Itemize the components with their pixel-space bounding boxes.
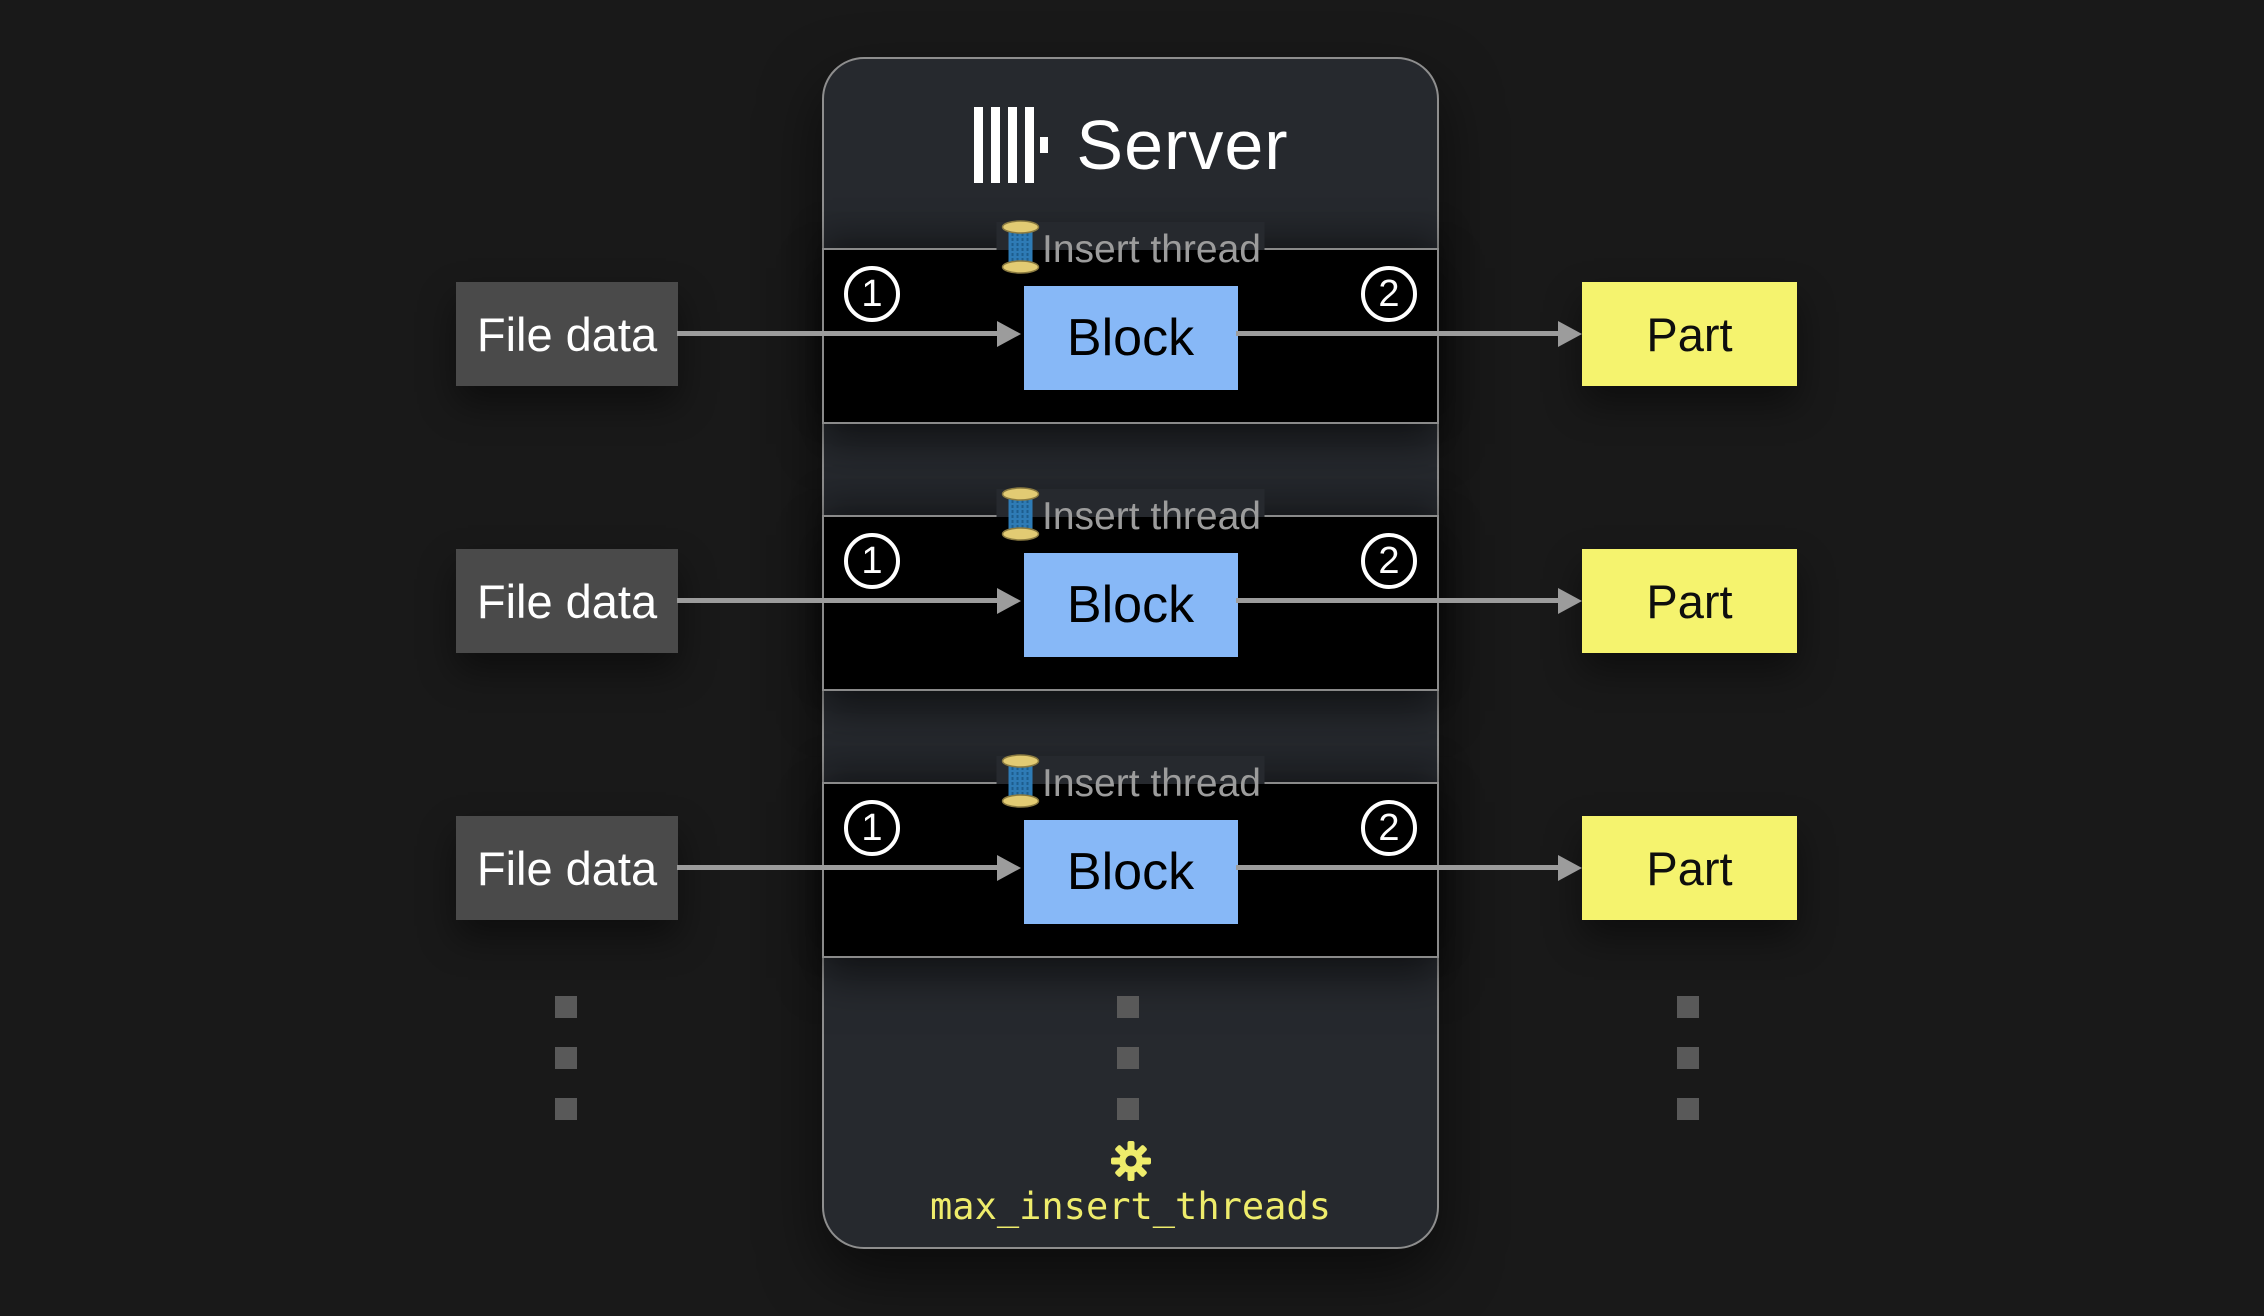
part-node: Part	[1582, 549, 1797, 653]
insert-thread-box: Insert thread 1 Block 2	[822, 754, 1439, 958]
vertical-ellipsis-dot	[555, 1098, 577, 1120]
vertical-ellipsis-dot	[1117, 1098, 1139, 1120]
arrow-block-to-part	[1236, 321, 1582, 347]
arrowhead-icon	[1558, 321, 1582, 347]
arrow-file-to-block	[677, 321, 1021, 347]
step-1-badge: 1	[844, 533, 900, 589]
gear-icon	[1110, 1141, 1151, 1181]
block-node: Block	[1023, 553, 1238, 657]
vertical-ellipsis-dot	[1677, 1098, 1699, 1120]
file-data-node: File data	[456, 282, 678, 386]
insert-thread-label: Insert thread	[1042, 495, 1261, 538]
step-2-badge: 2	[1361, 800, 1417, 856]
thread-spool-icon	[1001, 487, 1039, 541]
arrow-block-to-part	[1236, 855, 1582, 881]
setting-label: max_insert_threads	[930, 1185, 1331, 1228]
insert-thread-label: Insert thread	[1042, 762, 1261, 805]
vertical-ellipsis-dot	[555, 996, 577, 1018]
vertical-ellipsis-dot	[1677, 996, 1699, 1018]
step-2-badge: 2	[1361, 266, 1417, 322]
file-data-node: File data	[456, 549, 678, 653]
part-node: Part	[1582, 282, 1797, 386]
insert-thread-label: Insert thread	[1042, 228, 1261, 271]
server-title: Server	[1076, 106, 1289, 184]
vertical-ellipsis-dot	[1117, 996, 1139, 1018]
arrow-file-to-block	[677, 588, 1021, 614]
insert-thread-legend: Insert thread	[996, 487, 1265, 545]
server-header: Server	[824, 105, 1437, 185]
arrowhead-icon	[1558, 855, 1582, 881]
insert-thread-box: Insert thread 1 Block 2	[822, 487, 1439, 691]
vertical-ellipsis-dot	[1117, 1047, 1139, 1069]
clickhouse-logo-icon	[974, 107, 1049, 183]
arrow-block-to-part	[1236, 588, 1582, 614]
vertical-ellipsis-dot	[1677, 1047, 1699, 1069]
arrow-file-to-block	[677, 855, 1021, 881]
block-node: Block	[1023, 820, 1238, 924]
server-container: Server Insert thread 1 Block 2	[822, 57, 1439, 1249]
insert-thread-box: Insert thread 1 Block 2	[822, 220, 1439, 424]
insert-thread-legend: Insert thread	[996, 220, 1265, 278]
insert-thread-legend: Insert thread	[996, 754, 1265, 812]
step-2-badge: 2	[1361, 533, 1417, 589]
part-node: Part	[1582, 816, 1797, 920]
thread-spool-icon	[1001, 220, 1039, 274]
vertical-ellipsis-dot	[555, 1047, 577, 1069]
block-node: Block	[1023, 286, 1238, 390]
arrowhead-icon	[997, 321, 1021, 347]
arrowhead-icon	[997, 855, 1021, 881]
file-data-node: File data	[456, 816, 678, 920]
arrowhead-icon	[997, 588, 1021, 614]
thread-spool-icon	[1001, 754, 1039, 808]
arrowhead-icon	[1558, 588, 1582, 614]
step-1-badge: 1	[844, 800, 900, 856]
step-1-badge: 1	[844, 266, 900, 322]
